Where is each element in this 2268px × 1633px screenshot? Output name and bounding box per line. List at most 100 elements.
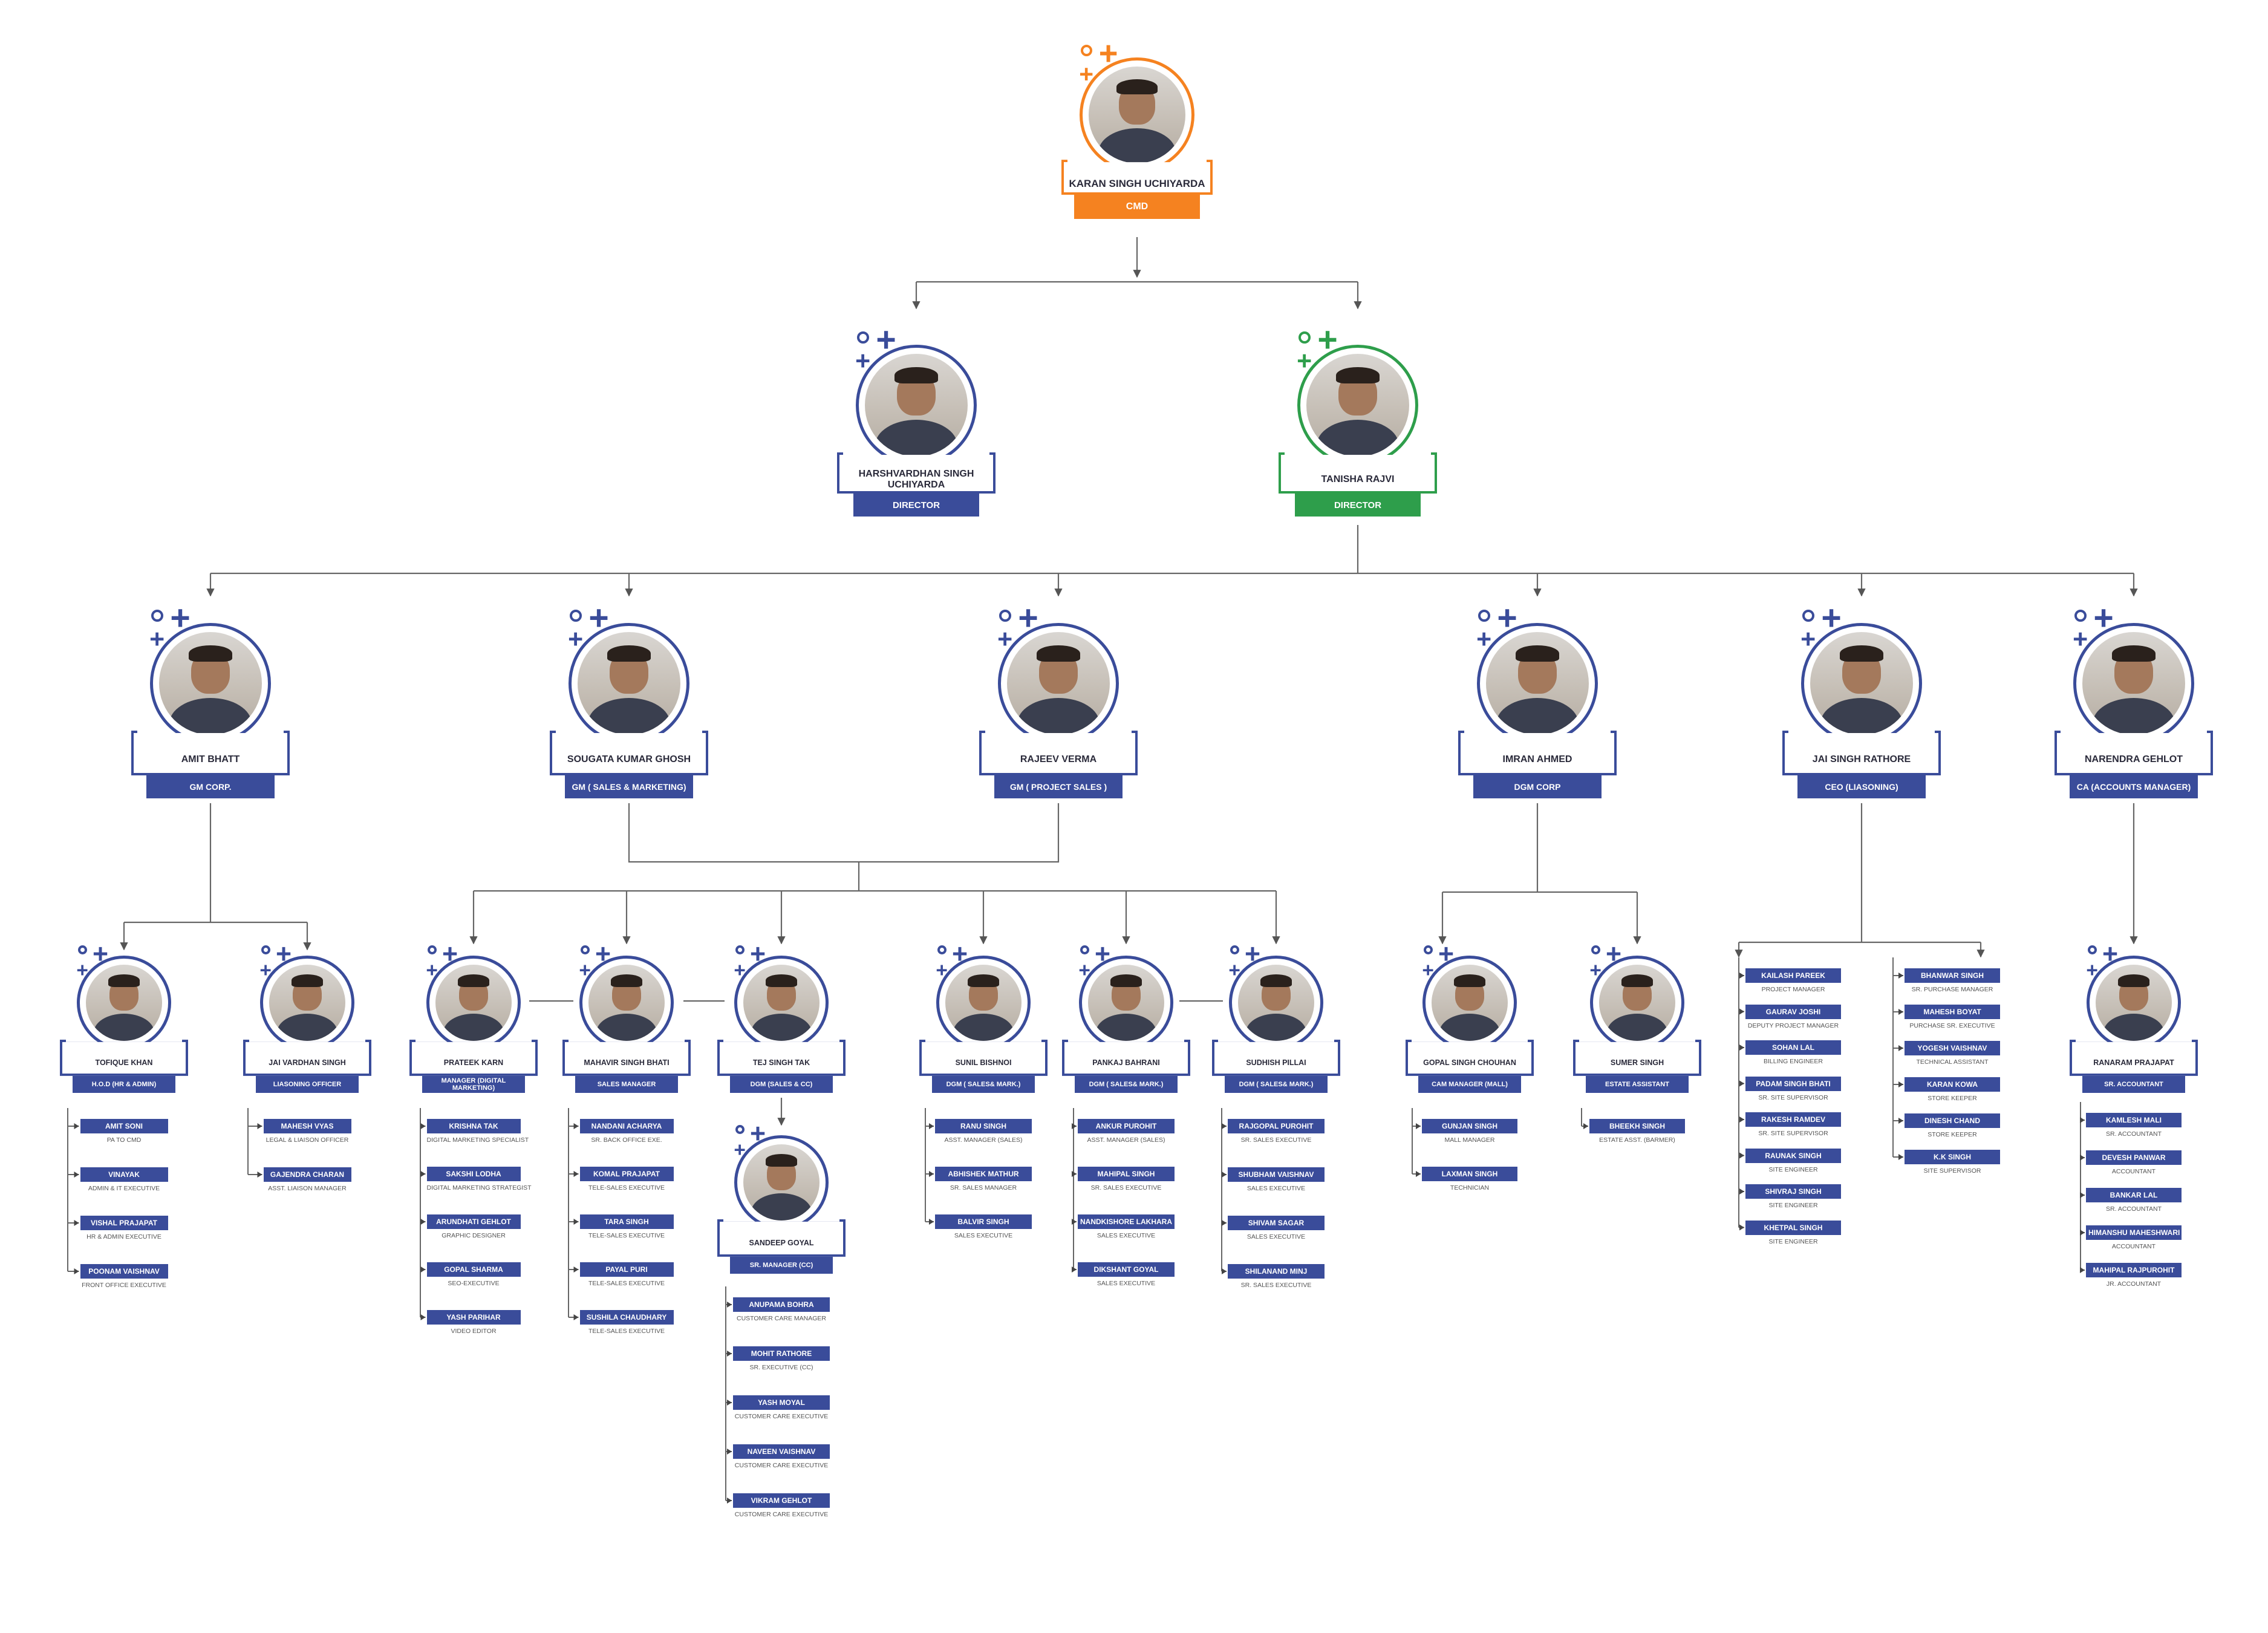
team-member-name: NAVEEN VAISHNAV xyxy=(733,1444,830,1459)
person-name: JAI VARDHAN SINGH xyxy=(243,1040,371,1076)
team-member-role: ESTATE ASST. (BARMER) xyxy=(1599,1136,1675,1144)
team-member-role: ASST. LIAISON MANAGER xyxy=(268,1185,347,1192)
team-member-name: ABHISHEK MATHUR xyxy=(935,1167,1032,1181)
team-member-name: SHIVRAJ SINGH xyxy=(1745,1184,1841,1199)
team-member-item[interactable]: ABHISHEK MATHUR SR. SALES MANAGER xyxy=(935,1167,1032,1191)
person-role-badge: GM ( SALES & MARKETING) xyxy=(565,775,693,798)
profile-photo xyxy=(1422,956,1517,1050)
team-member-name: ANUPAMA BOHRA xyxy=(733,1297,830,1312)
team-member-name: SHUBHAM VAISHNAV xyxy=(1228,1167,1325,1182)
person-role-badge: DGM ( SALES& MARK.) xyxy=(932,1075,1035,1093)
team-member-name: AMIT SONI xyxy=(80,1119,168,1133)
profile-photo xyxy=(150,623,271,744)
person-name: TOFIQUE KHAN xyxy=(60,1040,188,1076)
profile-photo xyxy=(998,623,1119,744)
profile-photo xyxy=(569,623,689,744)
person-name: TEJ SINGH TAK xyxy=(717,1040,846,1076)
person-name: TANISHA RAJVI xyxy=(1279,452,1437,494)
team-member-name: KHETPAL SINGH xyxy=(1745,1220,1841,1235)
team-member-name: SHIVAM SAGAR xyxy=(1228,1216,1325,1230)
team-member-item[interactable]: SHIVAM SAGAR SALES EXECUTIVE xyxy=(1228,1216,1325,1240)
team-member-role: SITE ENGINEER xyxy=(1768,1165,1818,1173)
team-member-name: SHILANAND MINJ xyxy=(1228,1264,1325,1279)
person-name: MAHAVIR SINGH BHATI xyxy=(562,1040,691,1076)
team-member-name: KAMLESH MALI xyxy=(2086,1113,2182,1127)
team-member-role: SR. SALES MANAGER xyxy=(950,1184,1017,1191)
team-member-item[interactable]: AMIT SONI PA TO CMD xyxy=(80,1119,168,1144)
team-member-role: PA TO CMD xyxy=(106,1136,142,1144)
person-role-badge: DGM ( SALES& MARK.) xyxy=(1075,1075,1178,1093)
team-member-role: DEPUTY PROJECT MANAGER xyxy=(1747,1022,1839,1029)
person-role-badge: ESTATE ASSISTANT xyxy=(1586,1075,1689,1093)
team-member-name: DINESH CHAND xyxy=(1905,1113,2000,1128)
profile-photo xyxy=(1590,956,1684,1050)
person-name: SANDEEP GOYAL xyxy=(717,1219,846,1257)
team-member-role: STORE KEEPER xyxy=(1927,1095,1977,1102)
team-member-role: FRONT OFFICE EXECUTIVE xyxy=(82,1282,166,1289)
team-member-role: SALES EXECUTIVE xyxy=(1246,1233,1306,1240)
team-member-name: PADAM SINGH BHATI xyxy=(1745,1076,1841,1091)
person-role-badge: CMD xyxy=(1074,195,1200,220)
profile-photo xyxy=(2073,623,2194,744)
team-member-role: VIDEO EDITOR xyxy=(451,1328,497,1335)
team-member-role: SR. ACCOUNTANT xyxy=(2106,1205,2162,1213)
team-member-role: SR. SALES EXECUTIVE xyxy=(1240,1282,1312,1289)
person-role-badge: SR. MANAGER (CC) xyxy=(730,1256,833,1274)
team-member-item[interactable]: SHILANAND MINJ SR. SALES EXECUTIVE xyxy=(1228,1264,1325,1289)
person-role-badge: GM CORP. xyxy=(146,775,275,798)
team-member-name: K.K SINGH xyxy=(1905,1150,2000,1164)
person-name: RANARAM PRAJAPAT xyxy=(2070,1040,2198,1076)
